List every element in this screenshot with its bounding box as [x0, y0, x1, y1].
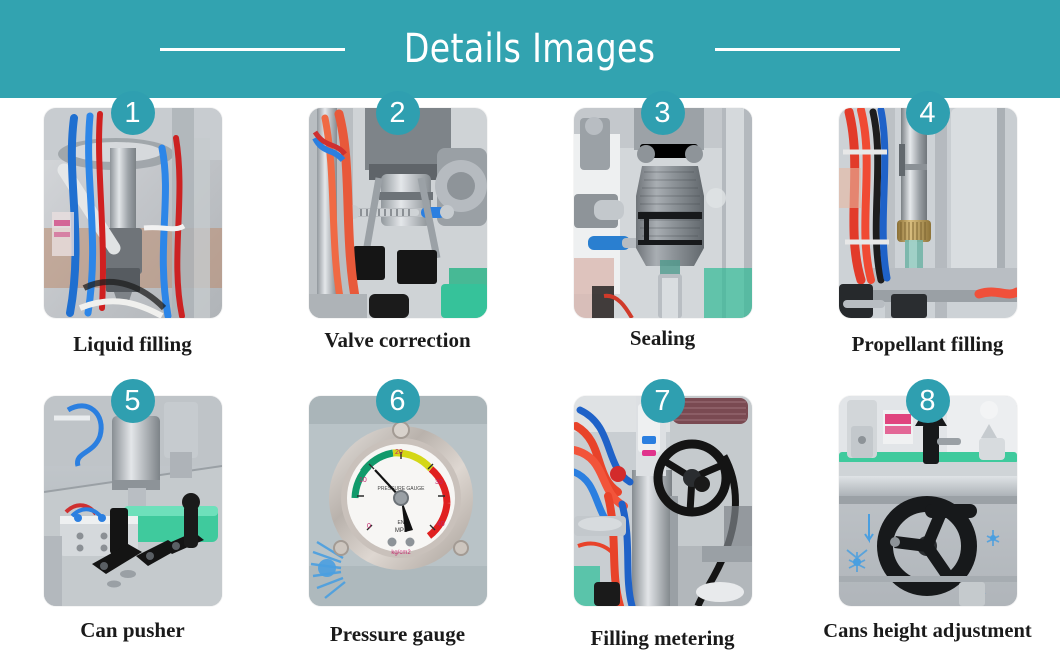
- step-number-badge: 5: [110, 379, 155, 423]
- svg-text:PRESSURE GAUGE: PRESSURE GAUGE: [377, 486, 425, 492]
- svg-text:0: 0: [367, 523, 371, 530]
- detail-item-sealing[interactable]: 3: [530, 91, 795, 384]
- page-title: Details Images: [404, 26, 656, 72]
- detail-item-caption: Cans height adjustment: [823, 620, 1032, 642]
- svg-text:MPa: MPa: [394, 528, 407, 534]
- details-grid-row: 1: [0, 91, 1060, 384]
- detail-item-caption: Pressure gauge: [329, 622, 466, 646]
- step-number-badge: 3: [640, 91, 685, 135]
- cans-height-adjustment-photo[interactable]: [838, 396, 1017, 606]
- details-grid-row: 5: [0, 379, 1060, 672]
- svg-text:30: 30: [435, 479, 443, 486]
- thumbnail-wrapper[interactable]: 2: [308, 91, 487, 318]
- svg-text:EN: EN: [397, 520, 404, 526]
- detail-item-filling-metering[interactable]: 7: [530, 379, 795, 672]
- detail-item-caption: Sealing: [629, 326, 696, 350]
- svg-text:20: 20: [395, 449, 403, 456]
- thumbnail-wrapper[interactable]: 5: [43, 379, 222, 606]
- filling-metering-photo[interactable]: [573, 396, 752, 606]
- details-images-banner: Details Images: [0, 0, 1060, 98]
- thumbnail-wrapper[interactable]: 6: [308, 379, 487, 606]
- can-pusher-photo[interactable]: [43, 396, 222, 606]
- step-number-badge: 4: [905, 91, 950, 135]
- thumbnail-wrapper[interactable]: 8: [838, 379, 1017, 606]
- detail-item-propellant-filling[interactable]: 4: [795, 91, 1060, 384]
- step-number-badge: 7: [640, 379, 685, 423]
- detail-item-valve-correction[interactable]: 2: [265, 91, 530, 384]
- banner-inner: Details Images: [0, 29, 1060, 69]
- svg-text:10: 10: [359, 477, 367, 484]
- sealing-head-photo[interactable]: [573, 108, 752, 318]
- step-number-badge: 8: [905, 379, 950, 423]
- svg-text:kg/cm2: kg/cm2: [391, 550, 411, 556]
- banner-rule-right: [714, 47, 900, 51]
- valve-correction-photo[interactable]: [308, 108, 487, 318]
- pressure-gauge-photo[interactable]: 10 20 30 40 0 PRESSURE GAUGE EN MPa kg/c…: [308, 396, 487, 606]
- detail-item-can-pusher[interactable]: 5: [0, 379, 265, 672]
- detail-item-pressure-gauge[interactable]: 6: [265, 379, 530, 672]
- detail-item-caption: Liquid filling: [73, 332, 192, 356]
- details-grid: 1: [0, 91, 1060, 672]
- step-number-badge: 6: [375, 379, 420, 423]
- detail-item-caption: Valve correction: [324, 328, 471, 352]
- thumbnail-wrapper[interactable]: 4: [838, 91, 1017, 318]
- liquid-filling-nozzle-photo[interactable]: [43, 108, 222, 318]
- svg-text:40: 40: [437, 521, 445, 528]
- detail-item-liquid-filling[interactable]: 1: [0, 91, 265, 384]
- step-number-badge: 1: [110, 91, 155, 135]
- detail-item-caption: Can pusher: [80, 618, 185, 642]
- banner-rule-left: [160, 47, 346, 51]
- detail-item-caption: Filling metering: [590, 626, 735, 650]
- detail-item-caption: Propellant filling: [851, 332, 1004, 356]
- detail-item-cans-height-adjustment[interactable]: 8: [795, 379, 1060, 672]
- step-number-badge: 2: [375, 91, 420, 135]
- thumbnail-wrapper[interactable]: 7: [573, 379, 752, 606]
- propellant-filling-photo[interactable]: [838, 108, 1017, 318]
- thumbnail-wrapper[interactable]: 1: [43, 91, 222, 318]
- thumbnail-wrapper[interactable]: 3: [573, 91, 752, 318]
